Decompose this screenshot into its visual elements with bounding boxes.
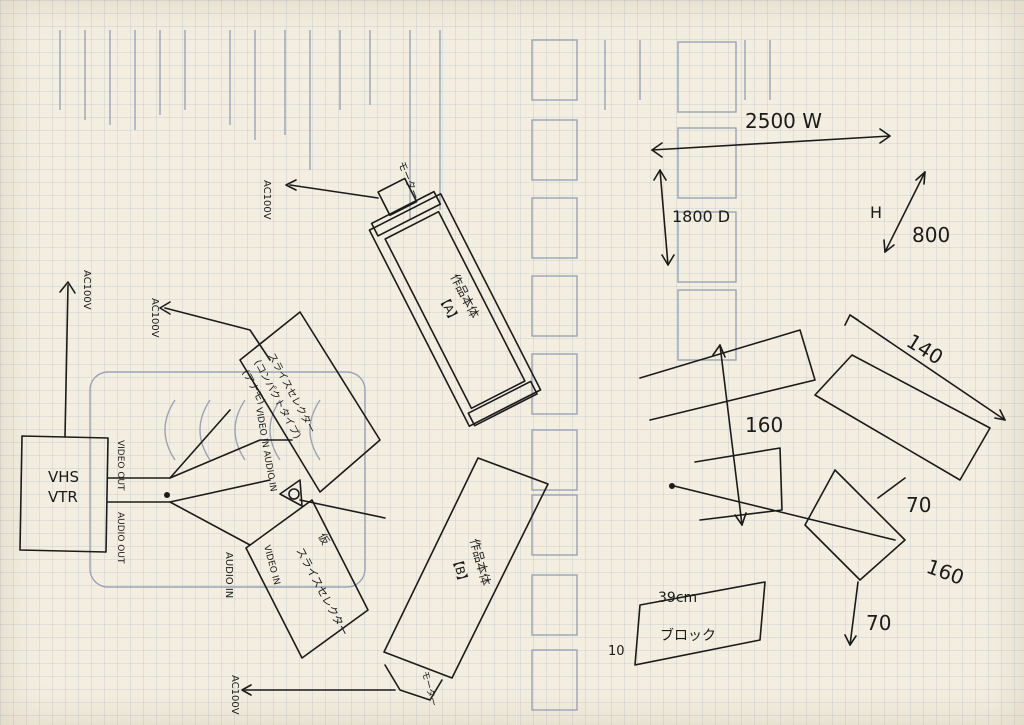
audio-out-label: AUDIO OUT [115, 512, 125, 564]
panel-upper [639, 329, 816, 421]
dim-70-b-arrow-head [844, 634, 857, 646]
video-in-label: VIDEO IN [261, 544, 281, 586]
cable-branch [169, 409, 231, 479]
selector-link-line [299, 499, 386, 519]
motor-a-label: モーター [395, 160, 421, 202]
cable-video-upper [107, 439, 293, 479]
unit-a-power-arrow [285, 179, 297, 191]
main-unit-b-label: 作品本体 [467, 537, 493, 587]
main-unit-b-tag: 【B】 [449, 553, 471, 588]
cable-junction [164, 492, 170, 498]
unit-a-power [289, 184, 379, 199]
dim-70-arrow [877, 477, 906, 499]
height-arrow [884, 171, 926, 253]
depth-label: 1800 D [672, 207, 730, 226]
dim-70-a: 70 [906, 493, 931, 517]
slice-selector-lower: スライスセレクター 仮 VIDEO IN [245, 499, 369, 659]
width-arrow [651, 135, 891, 151]
diagonal-dot [669, 483, 675, 489]
selector-upper-power [164, 307, 271, 361]
vtr-power-arrow [59, 281, 76, 294]
dim-160-left: 160 [745, 413, 783, 437]
triangle-marker [279, 479, 303, 507]
vtr-label-vtr: VTR [48, 488, 78, 506]
slice-selector-upper: スライスセレクター (コンパクトタイプ) (アナモ) VIDEO IN AUDI… [239, 311, 381, 493]
main-unit-b: 作品本体 【B】 [383, 457, 549, 701]
dim-70-b-arrow [849, 581, 859, 646]
cable-branch-2 [169, 479, 271, 503]
height-label: H [870, 203, 882, 222]
height-arrow-heads [883, 171, 926, 253]
selector-upper-power-arrow [159, 301, 171, 315]
video-out-label: VIDEO OUT [115, 440, 125, 491]
block-name: ブロック [660, 627, 716, 644]
dim-70-b: 70 [866, 611, 891, 635]
ac100v-label-unit-b: AC100V [229, 675, 240, 715]
vtr-box: VHS VTR [19, 435, 109, 553]
block-size: 39cm [658, 590, 697, 606]
page-fold [515, 0, 518, 725]
triangle-marker-dot [288, 488, 300, 500]
ac100v-label-vtr: AC100V [81, 270, 92, 310]
dim-160-arrow [719, 344, 743, 526]
diagonal-line [669, 484, 896, 541]
depth-arrow [659, 169, 669, 266]
ac100v-label-unit-a: AC100V [261, 180, 272, 220]
cable-audio-lower [107, 501, 251, 546]
pencil-column-right [677, 41, 737, 361]
dim-160-right: 160 [923, 554, 967, 590]
pencil-column-middle [531, 39, 578, 711]
block-height: 10 [608, 644, 625, 659]
box-70 [804, 469, 906, 581]
width-arrow-heads [651, 128, 891, 158]
main-unit-a: 作品本体 【A】 [368, 177, 542, 427]
pencil-cabinet-outline [89, 371, 366, 588]
dim-140-arrow-heads [844, 314, 1006, 421]
vtr-label-vhs: VHS [48, 468, 79, 486]
dim-140: 140 [902, 329, 947, 370]
pencil-arcs [164, 399, 321, 461]
unit-b-power-arrow [241, 684, 252, 696]
pencil-underlay [59, 30, 771, 711]
audio-in-label: AUDIO IN [223, 552, 234, 598]
width-label: 2500 W [745, 109, 822, 133]
selector-lower-strike: 仮 [315, 531, 332, 547]
vtr-power-cord [64, 284, 69, 438]
block-sketch [634, 581, 766, 666]
dim-140-arrow [849, 314, 1006, 421]
dim-160-arrow-heads [712, 344, 747, 526]
height-value: 800 [912, 223, 950, 247]
ac100v-label-selector: AC100V [149, 298, 160, 338]
depth-arrow-heads [653, 169, 675, 266]
box-140 [814, 354, 991, 481]
